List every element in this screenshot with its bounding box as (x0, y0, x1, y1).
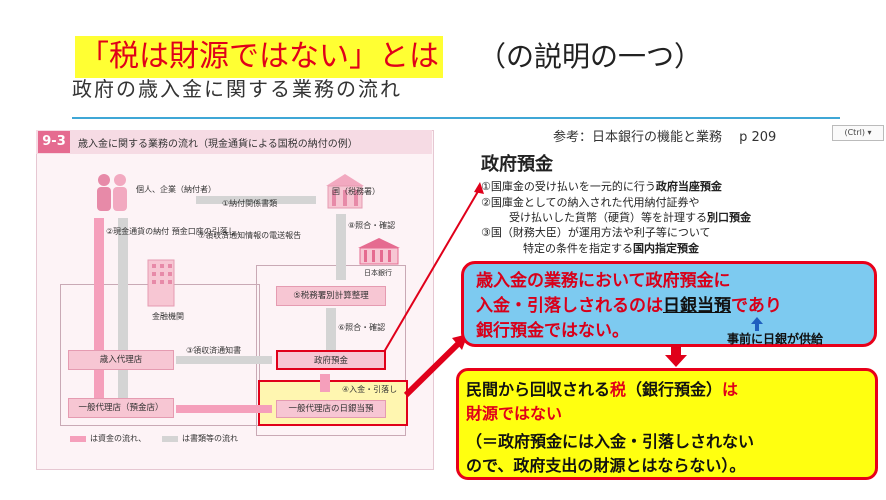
slide-title-highlight: 「税は財源ではない」とは (75, 36, 443, 78)
slide-subtitle: 政府の歳入金に関する業務の流れ (72, 77, 402, 101)
docs-flow-arrow (176, 356, 272, 364)
callout-line-1: 歳入金の業務において政府預金に (476, 271, 731, 291)
funds-flow-arrow (176, 405, 272, 413)
step1-label: ①納付関係書類 (222, 199, 278, 208)
tax-office-account-box: ⑤税務署別計算整理 (276, 286, 386, 306)
government-building-icon (326, 174, 364, 209)
boj-deposit-callout (461, 261, 877, 347)
step4-label: ④入金・引落し (342, 385, 398, 394)
boj-building-icon (358, 238, 400, 265)
gov-deposit-item-3b: 特定の条件を指定する国内指定預金 (523, 242, 699, 255)
legend-funds-swatch (70, 436, 86, 442)
step7-label: ⑦領収済通知情報の電送報告 (198, 231, 302, 240)
slide-title-suffix: （の説明の一つ） (478, 40, 703, 73)
gov-deposit-item-1: ①国庫金の受け払いを一元的に行う政府当座預金 (481, 180, 722, 193)
docs-flow-arrow (118, 370, 128, 398)
gov-deposit-item-2b: 受け払いした貨幣（硬貨）等を計理する別口預金 (509, 211, 751, 224)
funds-flow-arrow (320, 374, 330, 392)
bank-building-icon (147, 259, 175, 307)
people-icon (97, 174, 127, 211)
gov-deposit-item-2a: ②国庫金としての納入された代用納付証券や (481, 196, 700, 209)
step8-label: ⑧照合・確認 (348, 221, 396, 230)
general-agent-boj-account-box: 一般代理店の日銀当預 (276, 400, 386, 418)
conclusion-line-2: 財源ではない (466, 404, 563, 423)
step6-label: ⑥照合・確認 (338, 323, 386, 332)
figure-number: 9-3 (38, 131, 70, 153)
callout-line-3: 銀行預金ではない。 (476, 321, 629, 341)
gov-deposit-heading: 政府預金 (481, 154, 553, 175)
docs-flow-arrow (336, 214, 346, 280)
general-agent-box: 一般代理店（預金店） (68, 398, 174, 418)
conclusion-line-3: （＝政府預金には入金・引落しされない (466, 432, 755, 451)
taxpayer-label: 個人、企業（納付者） (136, 185, 216, 194)
funds-flow-arrow (94, 218, 104, 350)
down-arrow-icon (665, 344, 687, 367)
government-deposit-box: 政府預金 (276, 350, 386, 370)
funds-flow-arrow (94, 370, 104, 398)
conclusion-line-4: ので、政府支出の財源とはならない）。 (466, 456, 746, 475)
boj-label: 日本銀行 (364, 269, 392, 277)
reference-note: 参考：日本銀行の機能と業務 p 209 (553, 130, 777, 145)
docs-flow-arrow (118, 218, 128, 350)
tax-not-revenue-callout (456, 368, 878, 480)
conclusion-line-1: 民間から回収される税（銀行預金）は (466, 380, 739, 399)
gov-deposit-item-3a: ③国（財務大臣）が運用方法や利子等について (481, 226, 711, 239)
step2-label-line1: ②現金通貨の納付 預金口座の引落し (106, 227, 236, 236)
boj-supply-note: 事前に日銀が供給 (727, 332, 824, 346)
docs-flow-arrow (196, 196, 316, 204)
figure-title: 歳入金に関する業務の流れ（現金通貨による国税の納付の例） (78, 139, 358, 150)
financial-institution-label: 金融機関 (152, 312, 184, 321)
revenue-agent-box: 歳入代理店 (68, 350, 174, 370)
up-arrow-icon (751, 317, 763, 331)
paste-options-button[interactable]: (Ctrl) ▾ (832, 125, 884, 141)
step3-label: ③領収済通知書 (186, 346, 242, 355)
figure-header-band (36, 130, 432, 154)
tax-office-label: 国（税務署） (332, 187, 380, 196)
docs-flow-arrow (326, 308, 336, 350)
legend-funds-label: は資金の流れ、 (90, 434, 147, 443)
legend-docs-swatch (162, 436, 178, 442)
legend-docs-label: は書類等の流れ (182, 434, 238, 443)
title-divider (72, 117, 840, 119)
callout-line-2: 入金・引落しされるのは日銀当預であり (476, 296, 782, 316)
boj-area-outline (256, 265, 406, 436)
